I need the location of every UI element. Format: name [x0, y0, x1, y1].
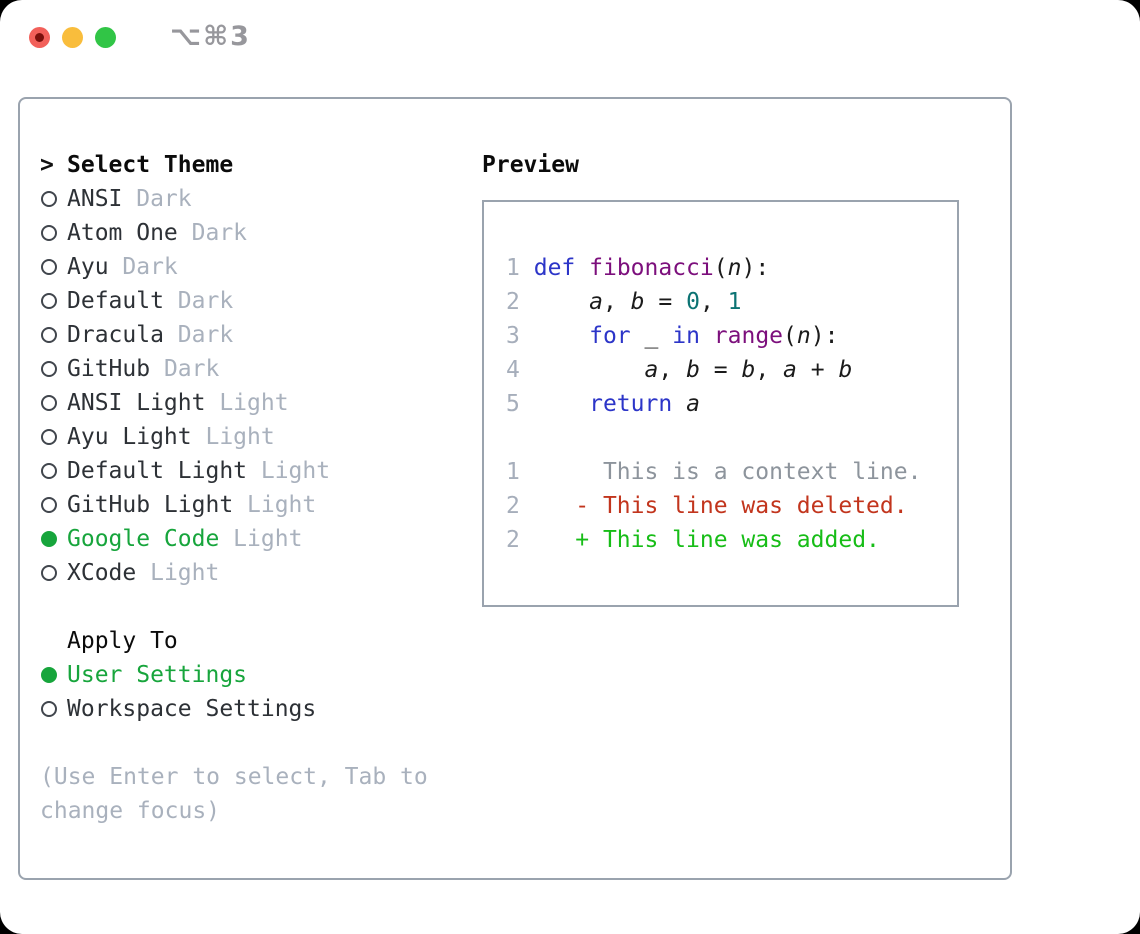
- diff-line-added: 2 + This line was added.: [506, 523, 957, 557]
- line-number: 5: [506, 391, 520, 417]
- radio-icon: [41, 327, 57, 343]
- diff-text: - This line was deleted.: [519, 493, 908, 519]
- theme-variant-tag: Dark: [177, 220, 248, 246]
- radio-icon: [41, 497, 57, 513]
- code-line: 2 a, b = 0, 1: [506, 289, 742, 315]
- theme-option[interactable]: GitHub Dark: [40, 352, 482, 386]
- theme-variant-tag: Dark: [150, 356, 220, 382]
- theme-variant-tag: Light: [136, 560, 220, 586]
- theme-option[interactable]: Default Light Light: [40, 454, 482, 488]
- theme-name: GitHub Light: [67, 492, 234, 518]
- theme-variant-tag: Light: [191, 424, 275, 450]
- theme-option[interactable]: GitHub Light Light: [40, 488, 482, 522]
- window-title: ⌥⌘3: [170, 21, 251, 52]
- minimize-button[interactable]: [62, 27, 83, 48]
- apply-to-label: Apply To: [67, 628, 178, 654]
- theme-name: ANSI: [67, 186, 123, 212]
- theme-name: Ayu Light: [67, 424, 192, 450]
- theme-option[interactable]: Atom One Dark: [40, 216, 482, 250]
- code-line: 1 def fibonacci(n):: [506, 255, 770, 281]
- select-theme-header: > Select Theme: [40, 148, 482, 182]
- close-button[interactable]: [29, 27, 50, 48]
- radio-icon: [41, 225, 57, 241]
- theme-option[interactable]: Dracula Dark: [40, 318, 482, 352]
- theme-variant-tag: Light: [247, 458, 331, 484]
- theme-name: ANSI Light: [67, 390, 206, 416]
- diff-text: + This line was added.: [519, 527, 880, 553]
- theme-name: Ayu: [67, 254, 109, 280]
- code-line: 4 a, b = b, a + b: [506, 357, 853, 383]
- theme-name: Dracula: [67, 322, 164, 348]
- radio-icon: [41, 463, 57, 479]
- line-number: 2: [506, 289, 520, 315]
- line-number: 1: [506, 255, 520, 281]
- theme-option[interactable]: Ayu Light Light: [40, 420, 482, 454]
- theme-variant-tag: Light: [219, 526, 303, 552]
- theme-variant-tag: Dark: [122, 186, 192, 212]
- code-line: 5 return a: [506, 391, 700, 417]
- apply-to-option[interactable]: Workspace Settings: [40, 692, 482, 726]
- preview-column: Preview 1 def fibonacci(n): 2 a, b = 0, 1…: [482, 99, 1010, 878]
- theme-name: XCode: [67, 560, 137, 586]
- cursor-icon: >: [40, 152, 54, 178]
- radio-icon: [41, 429, 57, 445]
- theme-variant-tag: Dark: [108, 254, 178, 280]
- theme-option[interactable]: Ayu Dark: [40, 250, 482, 284]
- theme-name: Atom One: [67, 220, 178, 246]
- radio-icon: [41, 259, 57, 275]
- diff-line-context: 1 This is a context line.: [506, 455, 957, 489]
- theme-variant-tag: Dark: [163, 322, 234, 348]
- blank-line: [506, 421, 957, 455]
- theme-option[interactable]: ANSI Dark: [40, 182, 482, 216]
- hint-text-line1: (Use Enter to select, Tab to: [40, 764, 428, 790]
- theme-option[interactable]: Google Code Light: [40, 522, 482, 556]
- diff-line-deleted: 2 - This line was deleted.: [506, 489, 957, 523]
- preview-box: 1 def fibonacci(n): 2 a, b = 0, 1 3 for _ …: [482, 200, 959, 607]
- apply-to-option-label: Workspace Settings: [67, 696, 317, 722]
- diff-preview: 1 This is a context line.2 - This line w…: [506, 455, 957, 557]
- spacer: [40, 726, 482, 760]
- zoom-button[interactable]: [95, 27, 116, 48]
- theme-variant-tag: Light: [205, 390, 289, 416]
- radio-icon: [41, 191, 57, 207]
- theme-name: Google Code: [67, 526, 220, 552]
- radio-icon: [41, 361, 57, 377]
- radio-icon: [41, 565, 57, 581]
- theme-variant-tag: Dark: [163, 288, 234, 314]
- radio-selected-icon: [41, 667, 57, 683]
- theme-name: Default Light: [67, 458, 248, 484]
- apply-to-option-label: User Settings: [67, 662, 248, 688]
- theme-option[interactable]: XCode Light: [40, 556, 482, 590]
- line-number: 3: [506, 323, 520, 349]
- radio-icon: [41, 701, 57, 717]
- apply-to-option[interactable]: User Settings: [40, 658, 482, 692]
- radio-icon: [41, 293, 57, 309]
- code-line: 3 for _ in range(n):: [506, 323, 839, 349]
- theme-name: Default: [67, 288, 164, 314]
- theme-option[interactable]: ANSI Light Light: [40, 386, 482, 420]
- titlebar: ⌥⌘3: [0, 0, 1140, 80]
- line-number: 2: [506, 493, 520, 519]
- hint-text-line2: change focus): [40, 798, 221, 824]
- line-number: 4: [506, 357, 520, 383]
- radio-icon: [41, 395, 57, 411]
- theme-name: GitHub: [67, 356, 151, 382]
- code-preview: 1 def fibonacci(n): 2 a, b = 0, 1 3 for _ …: [506, 251, 957, 421]
- spacer: [40, 590, 482, 624]
- close-dot-icon: [35, 33, 44, 42]
- theme-variant-tag: Light: [233, 492, 317, 518]
- line-number: 1: [506, 459, 520, 485]
- theme-option[interactable]: Default Dark: [40, 284, 482, 318]
- apply-to-header: Apply To: [40, 624, 482, 658]
- diff-text: This is a context line.: [519, 459, 922, 485]
- radio-selected-icon: [41, 531, 57, 547]
- select-theme-label: Select Theme: [67, 152, 234, 178]
- line-number: 2: [506, 527, 520, 553]
- preview-label: Preview: [482, 152, 579, 178]
